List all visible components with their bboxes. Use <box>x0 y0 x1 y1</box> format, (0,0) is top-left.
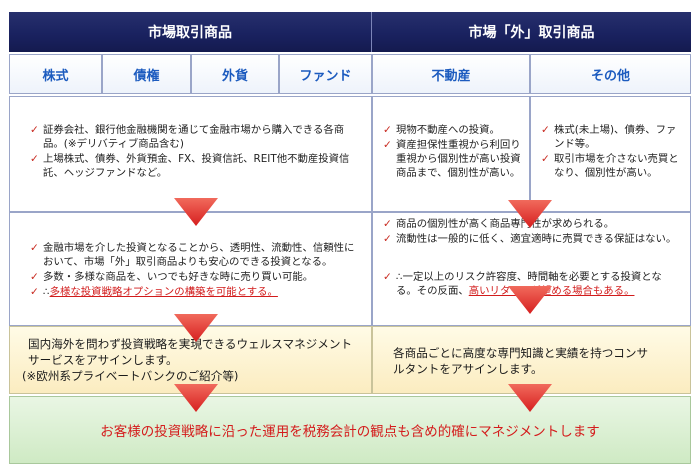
bullet-text: 株式(未上場)、債券、ファンド等。 <box>554 124 677 150</box>
tab-funds-label: ファンド <box>299 68 352 84</box>
down-arrow-icon <box>174 198 218 226</box>
tab-stocks-label: 株式 <box>42 68 69 84</box>
down-arrow-icon <box>508 200 552 228</box>
consultant-service-text: 各商品ごとに高度な専門知識と実績を持つコンサルタントをアサインします。 <box>393 346 649 376</box>
private-bank-note: (※欧州系プライベートバンクのご紹介等) <box>22 369 239 383</box>
list-item: ✓ 現物不動産への投資。 <box>383 123 523 137</box>
list-item: ✓ 証券会社、銀行他金融機関を通じて金融市場から購入できる各商品。(※デリバティブ… <box>30 123 361 151</box>
bullet-text: 金融市場を介した投資となることから、透明性、流動性、信頼性において、市場「外」取… <box>43 242 355 268</box>
tab-bonds: 債権 <box>102 54 191 94</box>
tab-forex-label: 外貨 <box>221 68 248 84</box>
check-icon: ✓ <box>541 124 550 136</box>
wealth-management-service-text: 国内海外を問わず投資戦略を実現できるウェルスマネジメントサービスをアサインします… <box>28 337 353 367</box>
other-description-panel: ✓ 株式(未上場)、債券、ファンド等。 ✓ 取引市場を介さない売買となり、個別性が高… <box>530 96 691 212</box>
check-icon: ✓ <box>383 139 392 151</box>
offmarket-products-title: 市場「外」取引商品 <box>468 25 595 41</box>
bullet-text: 証券会社、銀行他金融機関を通じて金融市場から購入できる各商品。(※デリバティブ商… <box>43 124 345 150</box>
bullet-text: 資産担保性重視から利回り重視から個別性が高い投資商品まで、個別性が高い。 <box>396 139 521 179</box>
list-item: ✓ 資産担保性重視から利回り重視から個別性が高い投資商品まで、個別性が高い。 <box>383 138 523 180</box>
list-item: ✓ 流動性は一般的に低く、適宜適時に売買できる保証はない。 <box>383 232 680 246</box>
real-estate-description-list: ✓ 現物不動産への投資。 ✓ 資産担保性重視から利回り重視から個別性が高い投資商品ま… <box>383 123 523 180</box>
bullet-text: 現物不動産への投資。 <box>396 124 500 136</box>
bullet-text: 商品の個別性が高く商品専門性が求められる。 <box>396 218 615 230</box>
check-icon: ✓ <box>30 271 39 283</box>
list-item: ✓ 多数・多様な商品を、いつでも好きな時に売り買い可能。 <box>30 270 361 284</box>
down-arrow-icon <box>508 384 552 412</box>
check-icon: ✓ <box>30 242 39 254</box>
list-item: ✓ 商品の個別性が高く商品専門性が求められる。 <box>383 217 680 231</box>
tab-other: その他 <box>530 54 691 94</box>
list-item: ✓ 取引市場を介さない売買となり、個別性が高い。 <box>541 152 684 180</box>
list-item: ✓ 上場株式、債券、外貨預金、FX、投資信託、REIT他不動産投資信託、ヘッジファ… <box>30 152 361 180</box>
bullet-text: 多数・多様な商品を、いつでも好きな時に売り買い可能。 <box>43 271 314 283</box>
check-icon: ✓ <box>383 124 392 136</box>
list-item: ✓ 株式(未上場)、債券、ファンド等。 <box>541 123 684 151</box>
therefore-symbol: ∴ <box>43 286 50 298</box>
offmarket-products-header: 市場「外」取引商品 <box>372 12 691 52</box>
tab-real-estate: 不動産 <box>372 54 530 94</box>
check-icon: ✓ <box>383 233 392 245</box>
market-products-header: 市場取引商品 <box>9 12 372 52</box>
down-arrow-icon <box>174 384 218 412</box>
tab-real-estate-label: 不動産 <box>431 68 471 84</box>
management-summary-text: お客様の投資戦略に沿った運用を税務会計の観点も含め的確にマネジメントします <box>100 424 600 440</box>
other-description-list: ✓ 株式(未上場)、債券、ファンド等。 ✓ 取引市場を介さない売買となり、個別性が高… <box>541 123 684 180</box>
check-icon: ✓ <box>30 153 39 165</box>
tab-other-label: その他 <box>590 68 630 84</box>
down-arrow-icon <box>174 314 218 342</box>
market-products-title: 市場取引商品 <box>148 25 232 41</box>
market-description-panel: ✓ 証券会社、銀行他金融機関を通じて金融市場から購入できる各商品。(※デリバティブ… <box>9 96 372 212</box>
check-icon: ✓ <box>383 271 392 283</box>
bullet-text: 取引市場を介さない売買となり、個別性が高い。 <box>554 153 679 179</box>
market-merits-list: ✓ 金融市場を介した投資となることから、透明性、流動性、信頼性において、市場「外」… <box>30 241 361 299</box>
consultant-service-panel: 各商品ごとに高度な専門知識と実績を持つコンサルタントをアサインします。 <box>372 326 691 394</box>
list-item: ✓ 金融市場を介した投資となることから、透明性、流動性、信頼性において、市場「外」… <box>30 241 361 269</box>
check-icon: ✓ <box>383 218 392 230</box>
management-summary-banner: お客様の投資戦略に沿った運用を税務会計の観点も含め的確にマネジメントします <box>9 396 691 464</box>
tab-bonds-label: 債権 <box>133 68 160 84</box>
tab-funds: ファンド <box>279 54 372 94</box>
tab-forex: 外貨 <box>191 54 279 94</box>
check-icon: ✓ <box>541 153 550 165</box>
check-icon: ✓ <box>30 124 39 136</box>
tab-stocks: 株式 <box>9 54 102 94</box>
market-merits-panel: ✓ 金融市場を介した投資となることから、透明性、流動性、信頼性において、市場「外」… <box>9 212 372 326</box>
market-description-list: ✓ 証券会社、銀行他金融機関を通じて金融市場から購入できる各商品。(※デリバティブ… <box>30 123 361 180</box>
bullet-text: 流動性は一般的に低く、適宜適時に売買できる保証はない。 <box>396 233 677 245</box>
real-estate-description-panel: ✓ 現物不動産への投資。 ✓ 資産担保性重視から利回り重視から個別性が高い投資商品ま… <box>372 96 530 212</box>
list-item: ✓ ∴多様な投資戦略オプションの構築を可能とする。 <box>30 285 361 299</box>
highlight-text: 多様な投資戦略オプションの構築を可能とする。 <box>49 286 278 298</box>
check-icon: ✓ <box>30 286 39 298</box>
down-arrow-icon <box>508 286 552 314</box>
bullet-text: 上場株式、債券、外貨預金、FX、投資信託、REIT他不動産投資信託、ヘッジファン… <box>43 153 350 179</box>
bullet-text: ∴一定以上のリスク許容度、時間軸を必要とする投資となる。その反面、 <box>396 271 662 297</box>
